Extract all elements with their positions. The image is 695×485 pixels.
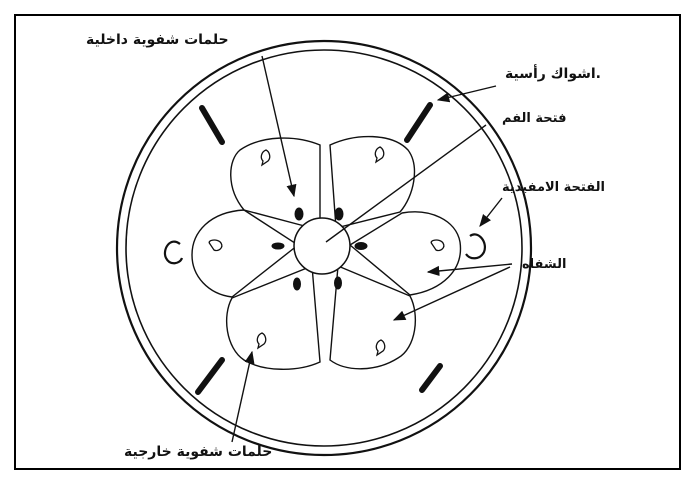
- label-amphidial-opening: الفتحة الامفيدية: [502, 180, 605, 196]
- inner-papilla-1: [295, 208, 303, 220]
- label-inner-papillae: حلمات شفوية داخلية: [86, 32, 229, 48]
- amphid-left: [165, 242, 182, 264]
- inner-papilla-5: [294, 278, 301, 290]
- lip-top-left: [231, 138, 320, 228]
- label-mouth-opening: فتحة الفم: [502, 111, 567, 127]
- spine-bottom-right: [422, 366, 440, 390]
- spine-top-left: [202, 108, 222, 142]
- amphid-right: [466, 234, 485, 258]
- inner-papilla-2: [335, 208, 343, 220]
- outer-papilla-6: [209, 240, 222, 250]
- lip-bottom-right: [330, 266, 415, 369]
- inner-papilla-6: [272, 243, 284, 249]
- pointer-lip-right: [428, 264, 512, 272]
- mouth-circle: [294, 218, 350, 274]
- label-cephalic-spines: .اشواك رأسية: [505, 66, 601, 82]
- spine-top-right: [407, 105, 430, 140]
- lip-bottom-left: [227, 266, 320, 369]
- spine-bottom-left: [198, 360, 222, 392]
- lip-left: [192, 210, 298, 297]
- inner-papilla-3: [355, 243, 367, 250]
- outer-papilla-5: [257, 333, 265, 348]
- label-lips: الشفاه: [522, 257, 566, 273]
- outer-papilla-3: [431, 240, 444, 250]
- pointer-lip-bottom: [394, 267, 510, 320]
- outer-papilla-2: [375, 147, 383, 162]
- label-outer-papillae: حلمات شفوية خارجية: [124, 444, 272, 460]
- pointer-amphid: [480, 198, 502, 226]
- lip-right: [350, 212, 460, 295]
- inner-papilla-4: [335, 277, 342, 289]
- outer-papilla-4: [376, 340, 384, 355]
- outer-papilla-1: [261, 150, 269, 165]
- pointer-inner-papillae: [262, 56, 294, 196]
